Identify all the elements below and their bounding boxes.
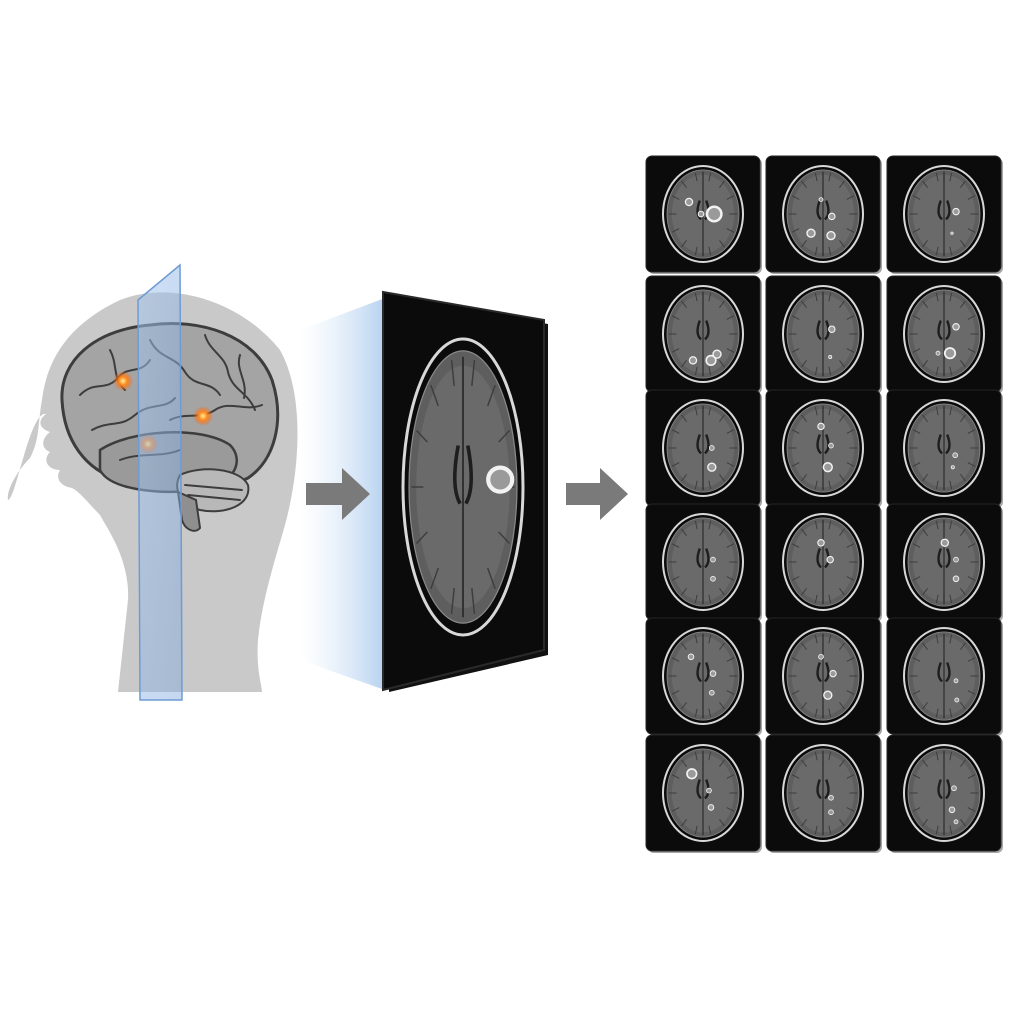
axial-mri-icon	[662, 627, 744, 725]
right-arrow-icon	[566, 468, 628, 520]
axial-mri-icon	[782, 744, 864, 842]
slice-thumbnail	[886, 389, 1003, 508]
axial-mri-icon	[782, 285, 864, 383]
axial-mri-icon	[903, 627, 985, 725]
slice-thumbnail	[645, 617, 762, 736]
axial-mri-icon	[662, 744, 744, 842]
slice-thumbnail	[886, 734, 1003, 853]
slice-thumbnail	[765, 503, 882, 622]
axial-mri-icon	[903, 165, 985, 263]
slice-thumbnail	[765, 389, 882, 508]
slice-thumbnail	[645, 275, 762, 394]
slice-thumbnail	[645, 389, 762, 508]
axial-mri-icon	[903, 399, 985, 497]
slice-thumbnail	[886, 503, 1003, 622]
slice-thumbnail	[765, 734, 882, 853]
slice-plane-icon	[137, 263, 183, 701]
slice-thumbnail	[886, 155, 1003, 274]
axial-mri-icon	[662, 285, 744, 383]
slice-thumbnail	[765, 275, 882, 394]
axial-mri-icon	[782, 165, 864, 263]
slice-thumbnail	[886, 275, 1003, 394]
axial-mri-icon	[662, 399, 744, 497]
right-arrow-icon	[306, 468, 370, 520]
slice-thumbnail	[765, 155, 882, 274]
slice-thumbnail	[645, 734, 762, 853]
axial-mri-icon	[903, 285, 985, 383]
selected-slice-panel	[382, 290, 548, 692]
slice-thumbnail	[645, 155, 762, 274]
axial-mri-icon	[903, 744, 985, 842]
axial-mri-icon	[903, 513, 985, 611]
axial-mri-icon	[662, 513, 744, 611]
axial-mri-icon	[662, 165, 744, 263]
axial-mri-icon	[401, 337, 525, 637]
slice-thumbnail	[645, 503, 762, 622]
slice-thumbnail-grid	[645, 155, 1003, 853]
slice-thumbnail	[765, 617, 882, 736]
axial-mri-icon	[782, 627, 864, 725]
slice-thumbnail	[886, 617, 1003, 736]
axial-mri-icon	[782, 399, 864, 497]
axial-mri-icon	[782, 513, 864, 611]
